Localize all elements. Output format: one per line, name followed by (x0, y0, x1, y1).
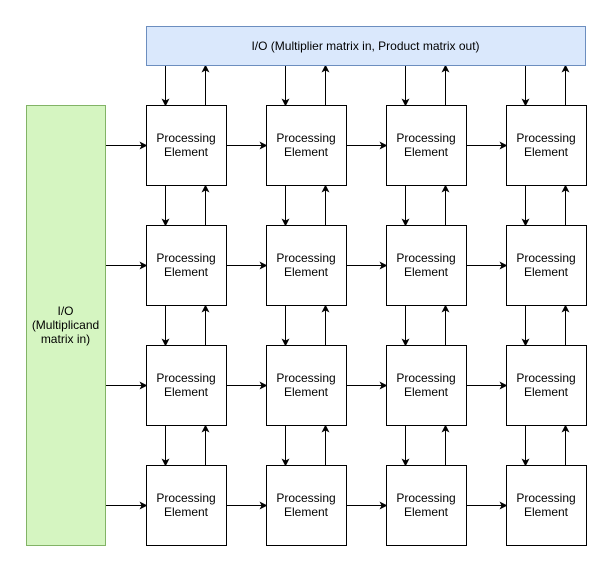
processing-element-r2-c3 (386, 225, 467, 306)
processing-element-r4-c1 (146, 465, 227, 546)
processing-element-r4-c2 (266, 465, 347, 546)
processing-element-r1-c1 (146, 105, 227, 186)
processing-element-r3-c1 (146, 345, 227, 426)
processing-element-r2-c4 (506, 225, 587, 306)
processing-element-r3-c2 (266, 345, 347, 426)
processing-element-r2-c1 (146, 225, 227, 306)
io-left-box (26, 105, 106, 546)
processing-element-r1-c3 (386, 105, 467, 186)
processing-element-r4-c3 (386, 465, 467, 546)
processing-element-r1-c4 (506, 105, 587, 186)
io-top-box (146, 26, 586, 66)
processing-element-r3-c3 (386, 345, 467, 426)
processing-element-r4-c4 (506, 465, 587, 546)
edges-layer (105, 64, 570, 510)
processing-element-r1-c2 (266, 105, 347, 186)
processing-element-r3-c4 (506, 345, 587, 426)
processing-element-r2-c2 (266, 225, 347, 306)
nodes-layer (26, 26, 587, 546)
